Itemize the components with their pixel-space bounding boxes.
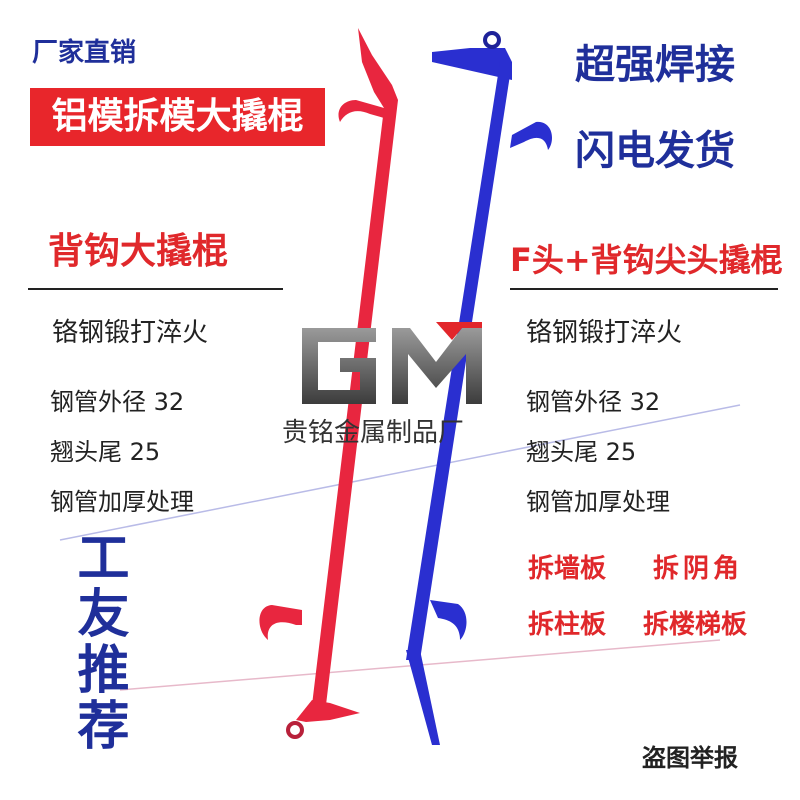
use-case-wall: 拆墙板 xyxy=(528,554,607,584)
left-product-heading: 背钩大撬棍 xyxy=(48,231,229,272)
right-spec: 翘头尾 25 xyxy=(526,438,637,466)
use-case-stairs: 拆楼梯板 xyxy=(643,610,748,640)
factory-direct-badge: 厂家直销 xyxy=(32,38,137,68)
left-spec: 钢管外径 32 xyxy=(50,388,185,416)
left-divider xyxy=(28,288,283,290)
left-spec: 翘头尾 25 xyxy=(50,438,161,466)
use-case-corner: 拆阴角 xyxy=(653,554,744,584)
right-divider xyxy=(510,288,778,290)
right-spec: 钢管外径 32 xyxy=(526,388,661,416)
left-spec: 铬钢锻打淬火 xyxy=(52,318,209,348)
fast-shipping-text: 闪电发货 xyxy=(575,128,735,174)
right-spec: 钢管加厚处理 xyxy=(526,488,670,516)
right-spec: 铬钢锻打淬火 xyxy=(526,318,683,348)
left-spec: 钢管加厚处理 xyxy=(50,488,194,516)
gm-logo xyxy=(302,322,482,404)
report-theft-text: 盗图举报 xyxy=(642,744,738,772)
decor-line xyxy=(59,404,741,541)
use-case-column: 拆柱板 xyxy=(528,610,607,640)
right-product-heading: F头+背钩尖头撬棍 xyxy=(510,241,783,279)
product-title: 铝模拆模大撬棍 xyxy=(30,88,325,146)
company-name: 贵铭金属制品厂 xyxy=(282,418,465,448)
strong-weld-text: 超强焊接 xyxy=(575,42,735,88)
worker-recommend-text: 工友推荐 xyxy=(68,530,128,754)
